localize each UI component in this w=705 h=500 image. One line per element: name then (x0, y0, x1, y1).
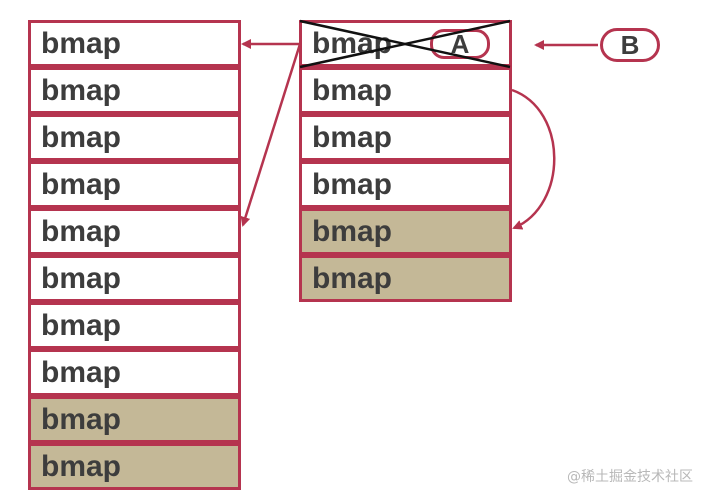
left-bmap-cell: bmap (28, 67, 241, 114)
cross-line (299, 19, 511, 69)
right-bmap-cell-filled: bmap (299, 208, 512, 255)
left-bmap-cell-filled: bmap (28, 443, 241, 490)
left-bmap-cell: bmap (28, 114, 241, 161)
right-bmap-stack: bmap bmap bmap bmap bmap bmap (299, 20, 512, 302)
right-bmap-cell: bmap (299, 114, 512, 161)
left-bmap-stack: bmap bmap bmap bmap bmap bmap bmap bmap … (28, 20, 241, 490)
left-bmap-cell: bmap (28, 161, 241, 208)
left-bmap-cell-filled: bmap (28, 396, 241, 443)
right-bmap-cell: bmap (299, 161, 512, 208)
left-bmap-cell: bmap (28, 349, 241, 396)
label-b-badge: B (600, 28, 660, 62)
arrow-to-left-fifth (240, 43, 302, 227)
left-bmap-cell: bmap (28, 255, 241, 302)
arrow-curve-down (511, 88, 556, 230)
left-bmap-cell: bmap (28, 20, 241, 67)
watermark: @稀土掘金技术社区 (567, 469, 693, 485)
left-bmap-cell: bmap (28, 302, 241, 349)
right-bmap-cell-filled: bmap (299, 255, 512, 302)
label-a-badge: A (430, 29, 490, 59)
right-bmap-cell: bmap (299, 67, 512, 114)
left-bmap-cell: bmap (28, 208, 241, 255)
